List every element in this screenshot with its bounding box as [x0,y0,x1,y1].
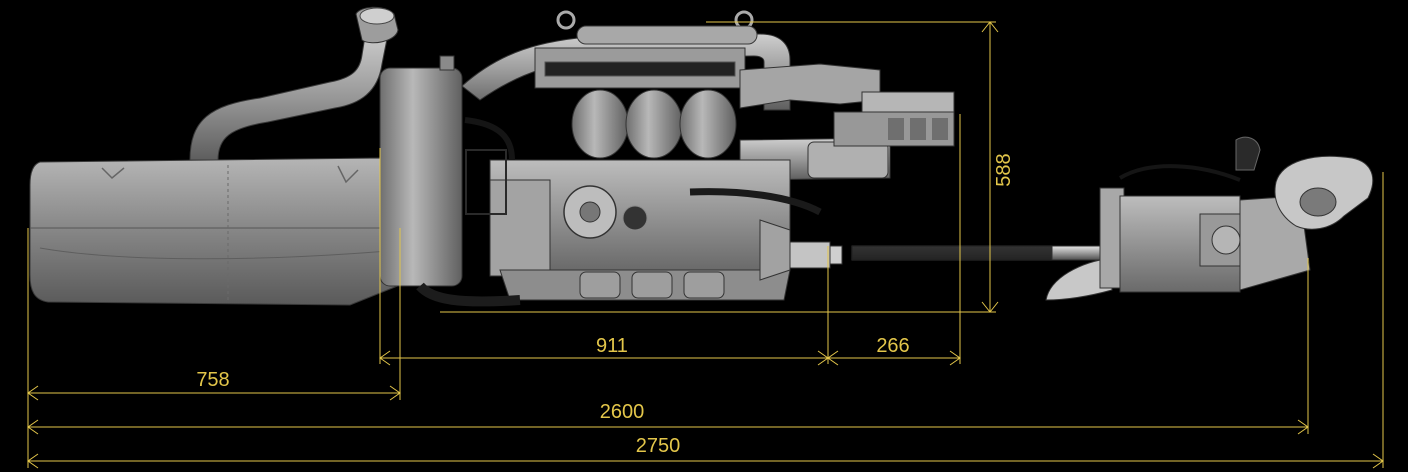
waterjet-unit [1045,136,1374,301]
dim-label-engine-length: 911 [596,335,628,357]
drive-shaft [829,245,1103,265]
dim-label-overall-short: 2600 [600,401,645,423]
dimension-labels: 758 911 266 588 2600 2750 [196,153,1015,457]
dim-label-engine-height: 588 [993,153,1015,186]
exhaust-manifold [571,89,737,159]
fuel-tank [29,6,401,306]
dim-label-coupling-length: 266 [876,335,909,357]
dimension-lines [27,21,1384,469]
dim-label-overall-total: 2750 [636,435,681,457]
engine-assembly [416,10,955,307]
dim-label-tank-length: 758 [196,369,229,391]
coolant-reservoir [379,55,463,287]
